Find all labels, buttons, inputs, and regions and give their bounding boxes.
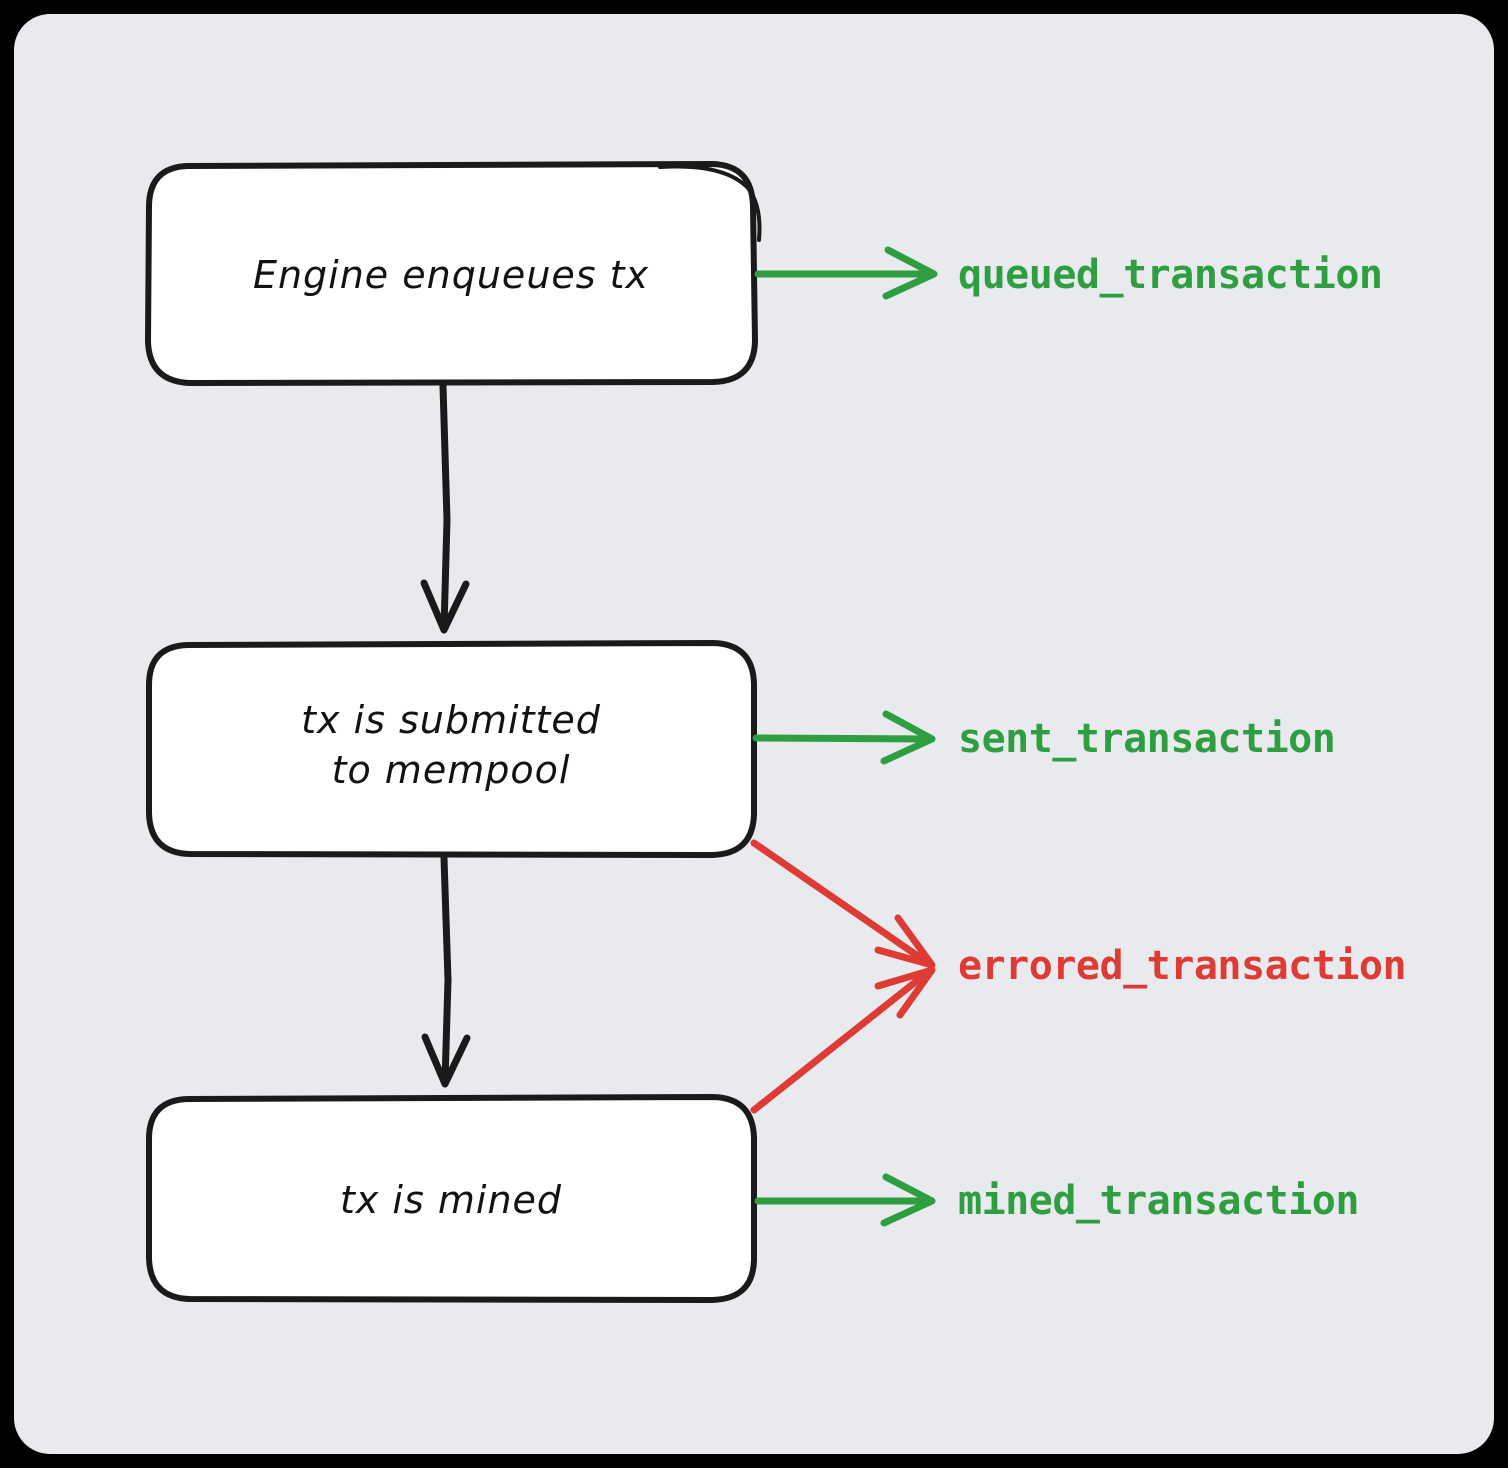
event-arrow-mined <box>754 1173 936 1227</box>
node-queued[interactable]: Engine enqueues tx <box>145 161 762 386</box>
node-queued-label: Engine enqueues tx <box>253 253 649 297</box>
node-mined-shape <box>146 1094 757 1303</box>
edge-queued-to-submitted-line <box>439 382 451 632</box>
event-arrow-errored-from-mined-line <box>750 968 932 1114</box>
event-arrow-queued <box>754 246 938 300</box>
event-arrow-errored-from-mined-head <box>874 966 936 1019</box>
event-label-mined-transaction: mined_transaction <box>958 1178 1359 1224</box>
event-arrow-errored-from-mined <box>750 966 936 1114</box>
edge-submitted-to-mined-arrowhead <box>421 1033 471 1088</box>
node-queued-sketch-overstroke <box>658 164 762 242</box>
edge-queued-to-submitted-arrowhead <box>420 579 470 634</box>
event-arrow-mined-head <box>880 1173 936 1227</box>
event-arrow-errored-from-submitted-head <box>874 914 936 969</box>
edge-submitted-to-mined-line <box>440 854 452 1086</box>
event-arrow-errored-from-submitted-line <box>750 839 932 967</box>
node-submitted-shape <box>146 640 757 858</box>
event-arrow-sent-line <box>752 734 932 743</box>
node-mined[interactable]: tx is mined <box>146 1094 757 1303</box>
edge-submitted-to-mined <box>421 854 471 1088</box>
event-arrow-queued-head <box>882 246 938 300</box>
event-label-errored-transaction: errored_transaction <box>958 943 1406 989</box>
edge-queued-to-submitted <box>420 382 470 634</box>
event-arrow-sent <box>752 710 936 765</box>
node-submitted[interactable]: tx is submitted to mempool <box>146 640 757 858</box>
node-mined-label: tx is mined <box>340 1178 562 1222</box>
node-submitted-label-line1: tx is submitted <box>301 698 601 742</box>
node-queued-shape <box>145 161 758 386</box>
event-label-sent-transaction: sent_transaction <box>958 716 1335 762</box>
event-label-queued-transaction: queued_transaction <box>958 252 1382 298</box>
event-arrow-errored-from-submitted <box>750 839 936 969</box>
event-arrow-sent-head <box>880 710 936 765</box>
node-submitted-label-line2: to mempool <box>332 748 571 792</box>
